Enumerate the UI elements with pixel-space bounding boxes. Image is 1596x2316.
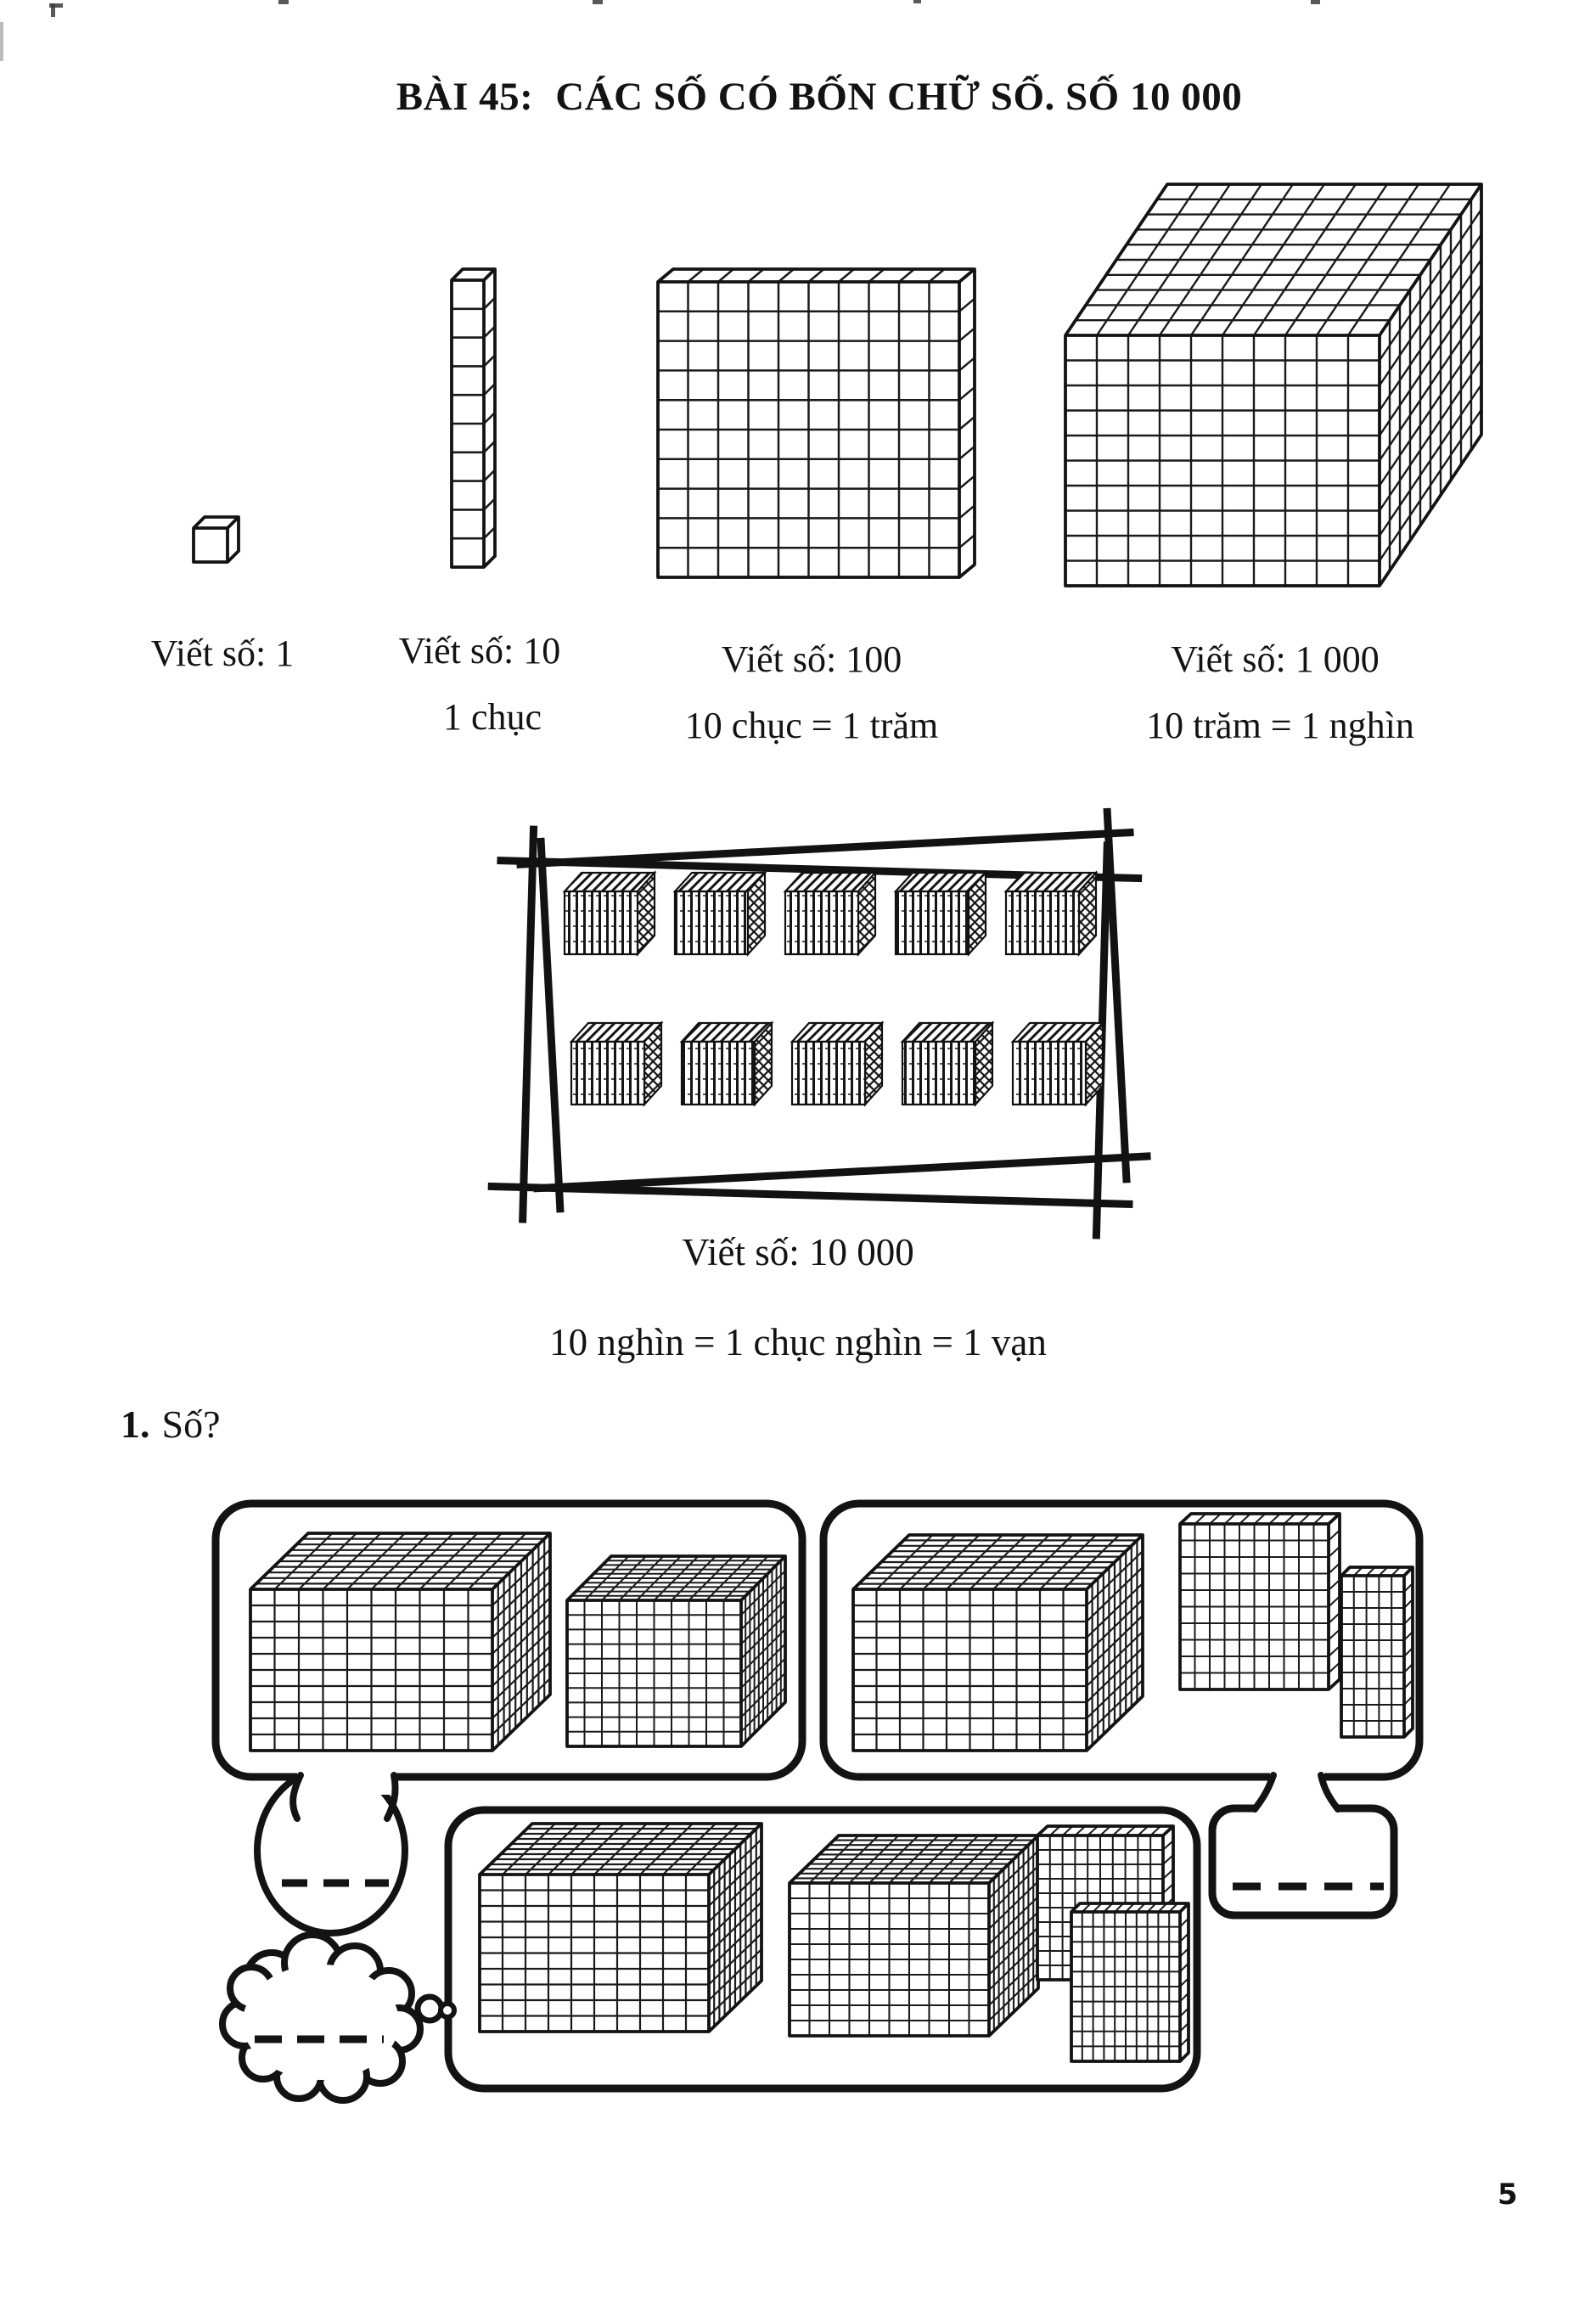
lesson-number: BÀI 45:: [396, 75, 534, 119]
label-thousand-write: Viết số: 1 000: [1171, 638, 1380, 680]
label-unit-write: Viết số: 1: [150, 632, 295, 674]
exercise-box-1: [211, 1499, 806, 1781]
ten-thousand-photo-frame: [487, 807, 1151, 1240]
scan-marks: [0, 0, 1320, 61]
exercise-1-heading: 1. Số?: [121, 1403, 221, 1447]
ten-rod-figure: [450, 267, 497, 569]
answer-thought-cloud-box3[interactable]: [219, 1931, 457, 2104]
label-hundred-sub: 10 chục = 1 trăm: [684, 705, 939, 746]
label-ten-thousand-sub: 10 nghìn = 1 chục nghìn = 1 vạn: [549, 1321, 1047, 1363]
answer-oval-blank-box1[interactable]: [254, 1762, 408, 1937]
label-ten-sub: 1 chục: [442, 696, 542, 738]
label-ten-write: Viết số: 10: [398, 630, 561, 672]
exercise-box-2: [819, 1499, 1424, 1781]
label-hundred-write: Viết số: 100: [721, 638, 902, 680]
lesson-name: CÁC SỐ CÓ BỐN CHỮ SỐ. SỐ 10 000: [555, 75, 1243, 119]
label-thousand-sub: 10 trăm = 1 nghìn: [1146, 705, 1414, 746]
exercise-box-3: [444, 1806, 1201, 2093]
label-ten-thousand-write: Viết số: 10 000: [682, 1231, 914, 1273]
answer-rect-blank-box2[interactable]: [1208, 1770, 1398, 1920]
thousand-cube-figure: [1064, 183, 1483, 587]
exercise-prompt: Số?: [161, 1403, 221, 1446]
page-number: 5: [1498, 2178, 1518, 2212]
page-title: BÀI 45: CÁC SỐ CÓ BỐN CHỮ SỐ. SỐ 10 000: [396, 75, 1242, 120]
exercise-number: 1.: [121, 1403, 150, 1446]
hundred-flat-figure: [656, 267, 976, 579]
unit-cube-figure: [192, 515, 240, 564]
